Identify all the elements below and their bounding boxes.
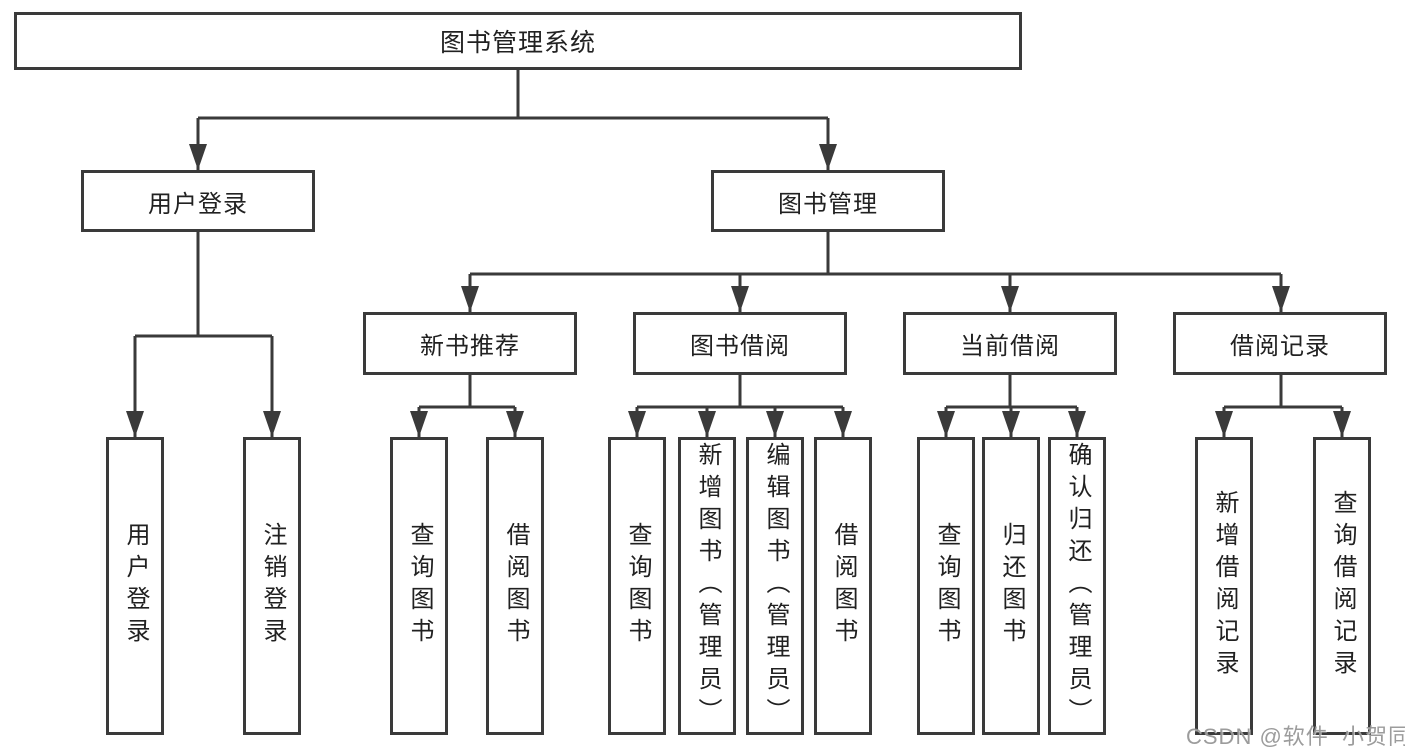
edge-bookborrow-to-leaves (635, 375, 845, 437)
leaf-label: 确认归还（管理员） (1064, 442, 1091, 730)
leaf-label: 归还图书 (998, 522, 1025, 650)
arrow-icon (1215, 411, 1233, 437)
edge-bookmgmt-to-level3 (468, 232, 1283, 312)
leaf-label: 注销登录 (259, 522, 286, 650)
edge-records-to-leaves (1222, 375, 1344, 437)
leaf-add-books-admin: 新增图书（管理员） (678, 437, 736, 735)
leaf-label: 用户登录 (122, 522, 149, 650)
leaf-return-books: 归还图书 (982, 437, 1040, 735)
arrow-icon (189, 144, 207, 170)
node-current-borrowing: 当前借阅 (903, 312, 1117, 375)
leaf-query-books-borrowing: 查询图书 (608, 437, 666, 735)
arrow-icon (819, 144, 837, 170)
arrow-icon (1333, 411, 1351, 437)
leaf-query-borrow-record: 查询借阅记录 (1313, 437, 1371, 735)
arrow-icon (731, 286, 749, 312)
leaf-label: 新增图书（管理员） (694, 442, 721, 730)
leaf-label: 查询图书 (406, 522, 433, 650)
leaf-label: 查询图书 (624, 522, 651, 650)
leaf-query-books-recommend: 查询图书 (390, 437, 448, 735)
node-user-login: 用户登录 (81, 170, 315, 232)
node-book-management: 图书管理 (711, 170, 945, 232)
node-new-book-recommendation: 新书推荐 (363, 312, 577, 375)
leaf-user-login: 用户登录 (106, 437, 164, 735)
arrow-icon (698, 411, 716, 437)
arrow-icon (1068, 411, 1086, 437)
leaf-add-borrow-record: 新增借阅记录 (1195, 437, 1253, 735)
leaf-label: 查询图书 (933, 522, 960, 650)
arrow-icon (628, 411, 646, 437)
arrow-icon (410, 411, 428, 437)
edge-currentborrow-to-leaves (944, 375, 1079, 437)
leaf-label: 借阅图书 (502, 522, 529, 650)
arrow-icon (126, 411, 144, 437)
watermark: CSDN @软件_小贺同学 (1186, 724, 1405, 747)
leaf-confirm-return-admin: 确认归还（管理员） (1048, 437, 1106, 735)
edge-newbook-to-leaves (417, 375, 517, 437)
node-borrowing-records: 借阅记录 (1173, 312, 1387, 375)
arrow-icon (766, 411, 784, 437)
edge-root-to-level2 (196, 70, 830, 170)
leaf-query-books-current: 查询图书 (917, 437, 975, 735)
arrow-icon (1002, 411, 1020, 437)
arrow-icon (834, 411, 852, 437)
leaf-borrow-books-recommend: 借阅图书 (486, 437, 544, 735)
arrow-icon (1001, 286, 1019, 312)
arrow-icon (263, 411, 281, 437)
leaf-logout-login: 注销登录 (243, 437, 301, 735)
leaf-label: 查询借阅记录 (1329, 490, 1356, 682)
arrow-icon (1272, 286, 1290, 312)
arrow-icon (506, 411, 524, 437)
leaf-label: 新增借阅记录 (1211, 490, 1238, 682)
edge-userlogin-to-leaves (133, 232, 274, 437)
node-library-management-system: 图书管理系统 (14, 12, 1022, 70)
node-book-borrowing: 图书借阅 (633, 312, 847, 375)
leaf-edit-books-admin: 编辑图书（管理员） (746, 437, 804, 735)
arrow-icon (937, 411, 955, 437)
arrow-icon (461, 286, 479, 312)
leaf-borrow-books: 借阅图书 (814, 437, 872, 735)
leaf-label: 编辑图书（管理员） (762, 442, 789, 730)
leaf-label: 借阅图书 (830, 522, 857, 650)
